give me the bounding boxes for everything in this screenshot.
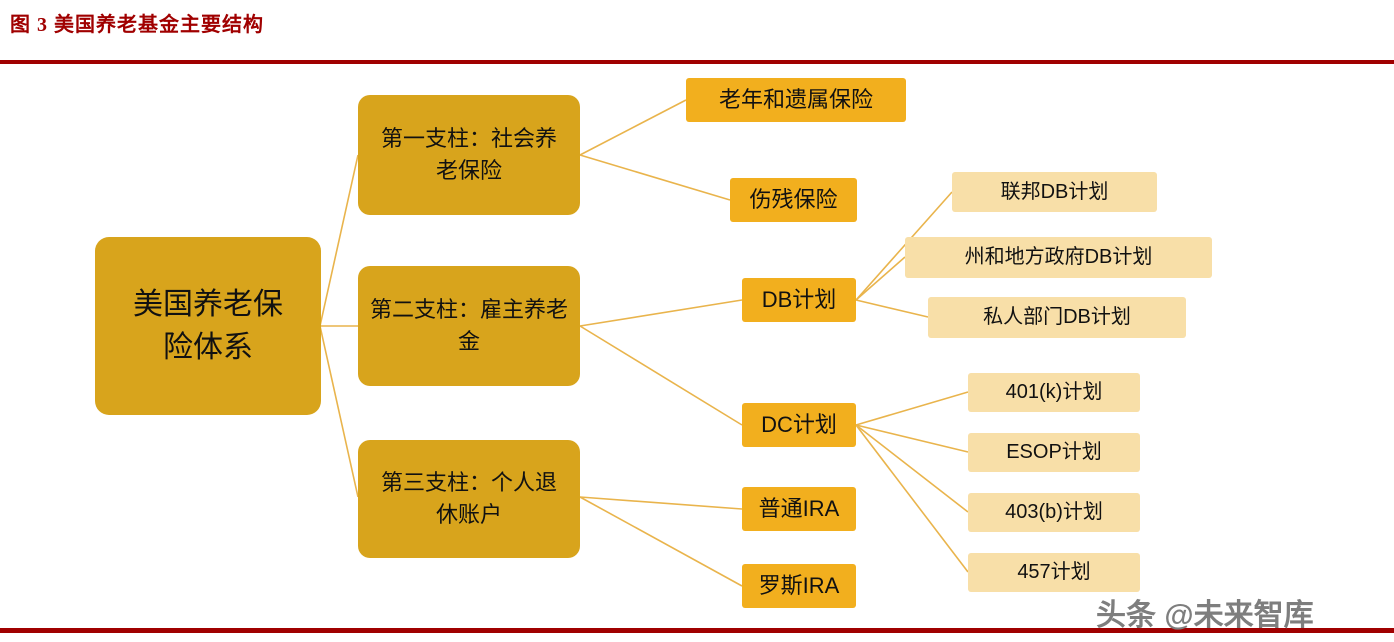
node-457-plan: 457计划 [968, 553, 1140, 592]
connector-pillar1-oasi [579, 99, 687, 156]
node-db-plan: DB计划 [742, 278, 856, 322]
connector-dc-esop [855, 424, 969, 453]
node-pillar-1: 第一支柱：社会养 老保险 [358, 95, 580, 215]
connector-pillar3-trad-ira [579, 496, 743, 510]
node-trad-ira: 普通IRA [742, 487, 856, 531]
node-disability: 伤残保险 [730, 178, 857, 222]
node-state-local-db: 州和地方政府DB计划 [905, 237, 1212, 278]
connector-pillar2-dc [579, 325, 743, 426]
connector-pillar3-roth-ira [579, 496, 743, 587]
node-private-db: 私人部门DB计划 [928, 297, 1186, 338]
node-pillar-2: 第二支柱：雇主养老 金 [358, 266, 580, 386]
connector-pillar1-disability [579, 154, 731, 201]
node-403b-plan: 403(b)计划 [968, 493, 1140, 532]
connector-root-pillar3 [319, 325, 359, 498]
node-pillar-3: 第三支柱：个人退 休账户 [358, 440, 580, 558]
node-esop-plan: ESOP计划 [968, 433, 1140, 472]
connector-dc-401k [855, 391, 969, 426]
connector-db-state-local [855, 256, 906, 301]
node-roth-ira: 罗斯IRA [742, 564, 856, 608]
connector-dc-457 [855, 424, 969, 573]
watermark: 头条 @未来智库 [1096, 599, 1314, 632]
top-rule-divider [0, 60, 1394, 64]
connector-db-private [855, 299, 929, 318]
node-dc-plan: DC计划 [742, 403, 856, 447]
connector-dc-403b [855, 424, 969, 513]
connector-pillar2-db [579, 299, 743, 327]
connector-root-pillar1 [319, 154, 359, 327]
node-401k-plan: 401(k)计划 [968, 373, 1140, 412]
node-root: 美国养老保 险体系 [95, 237, 321, 415]
node-oasi: 老年和遗属保险 [686, 78, 906, 122]
figure-title: 图 3 美国养老基金主要结构 [10, 14, 264, 36]
node-federal-db: 联邦DB计划 [952, 172, 1157, 212]
connector-db-federal [855, 191, 953, 301]
bottom-rule-divider [0, 628, 1394, 633]
